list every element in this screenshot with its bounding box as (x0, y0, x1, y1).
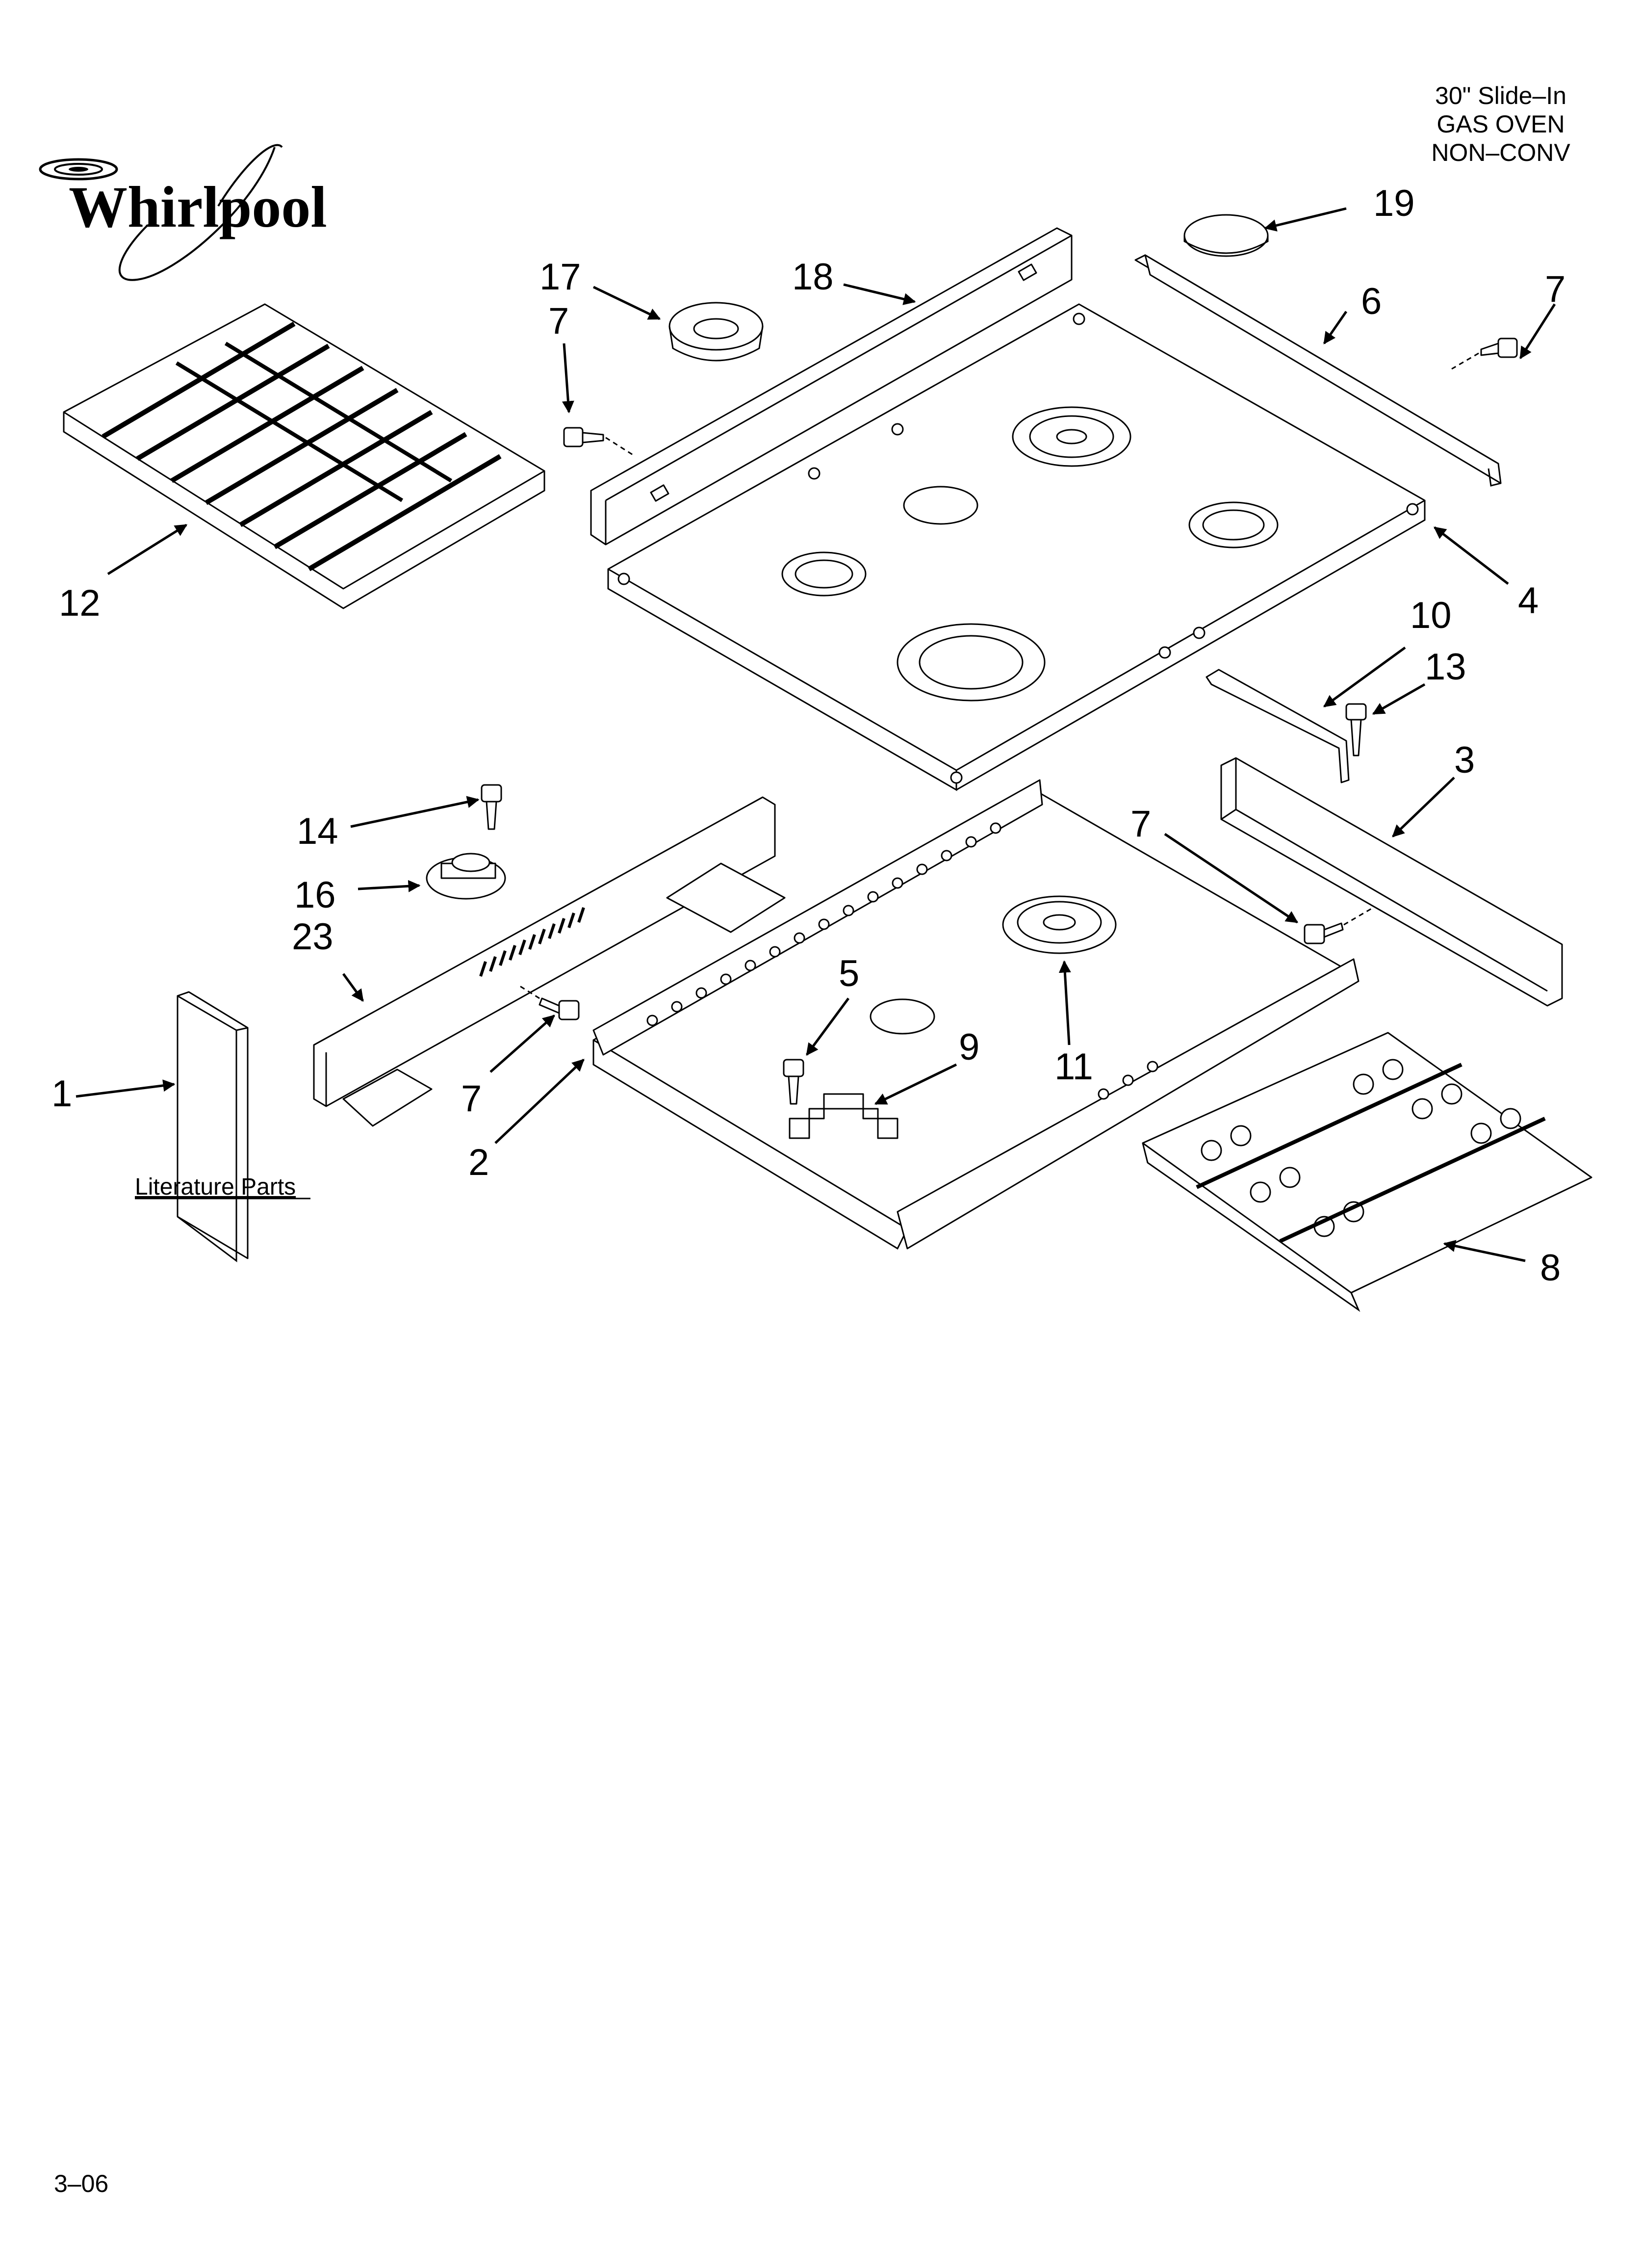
header-line-2: GAS OVEN (1437, 110, 1565, 138)
callout-5: 5 (839, 953, 859, 994)
callout-18: 18 (792, 256, 834, 298)
logo-swirl-icon (39, 158, 118, 181)
part-23-front-rail (313, 796, 786, 1127)
callout-19: 19 (1373, 182, 1415, 224)
part-17-burner-base (668, 302, 764, 362)
part-5-screw (783, 1059, 804, 1105)
callout-7-top-right: 7 (1545, 268, 1565, 310)
part-7-screw-c (1304, 907, 1374, 944)
callout-11: 11 (1054, 1046, 1093, 1088)
whirlpool-logo: Whirlpool (39, 144, 327, 281)
callout-4: 4 (1518, 580, 1539, 622)
callout-7-front: 7 (461, 1078, 482, 1120)
part-12-grate (63, 303, 545, 609)
callout-2: 2 (468, 1142, 489, 1183)
burner-opening-right-rear (1012, 406, 1131, 467)
model-header: 30" Slide–In GAS OVEN NON–CONV (1431, 82, 1570, 166)
callout-7-top-left: 7 (548, 300, 569, 342)
part-7-screw-b (1451, 338, 1518, 370)
part-9-bracket (789, 1093, 898, 1139)
footer-code: 3–06 (54, 2170, 108, 2197)
part-1-literature (177, 991, 249, 1262)
part-19-burner-cap (1183, 214, 1269, 257)
callout-9: 9 (959, 1026, 979, 1068)
part-2-base-pan (592, 779, 1360, 1250)
leader-arrows (76, 207, 1556, 1262)
callout-13: 13 (1425, 646, 1466, 688)
burner-opening-right-front (1188, 501, 1279, 548)
callout-1: 1 (51, 1073, 72, 1115)
callout-8: 8 (1540, 1247, 1561, 1289)
burner-opening-left-rear (781, 551, 867, 597)
literature-parts-label: Literature Parts (135, 1174, 296, 1200)
part-4-cooktop (607, 303, 1426, 791)
part-14-screw (481, 784, 502, 830)
burner-opening-center (903, 486, 978, 525)
callout-16: 16 (294, 874, 336, 916)
part-13-screw (1345, 703, 1367, 756)
part-11-burner (1002, 895, 1117, 954)
callout-23: 23 (292, 916, 334, 958)
part-7-screw-a (563, 427, 636, 457)
callout-7-right: 7 (1130, 803, 1151, 845)
part-18-rear-channel (590, 227, 1073, 546)
part-8-rack (1142, 1032, 1592, 1312)
callout-10: 10 (1410, 595, 1452, 636)
part-6-trim (1134, 254, 1502, 487)
burner-opening-large (897, 623, 1046, 702)
part-7-screw-d (519, 985, 580, 1020)
callout-12: 12 (59, 582, 101, 624)
callout-3: 3 (1454, 739, 1475, 781)
logo-wordmark: Whirlpool (69, 174, 327, 239)
callout-17: 17 (539, 256, 581, 298)
header-line-3: NON–CONV (1431, 139, 1570, 166)
callout-14: 14 (297, 810, 338, 852)
callout-numbers: 19 17 7 18 6 7 12 4 10 13 3 14 16 23 7 5… (51, 182, 1565, 1289)
part-10-bracket (1206, 669, 1350, 783)
part-3-side-rail (1220, 757, 1563, 1007)
part-16-valve (426, 853, 506, 900)
header-line-1: 30" Slide–In (1435, 82, 1566, 109)
callout-6: 6 (1361, 281, 1382, 322)
